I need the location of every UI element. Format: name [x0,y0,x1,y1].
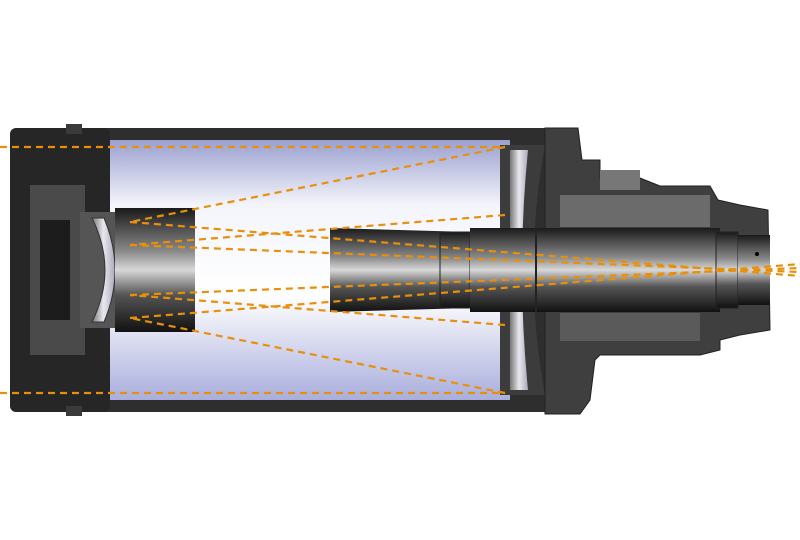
corrector-lens-and-secondary [80,208,195,332]
converging-ray [129,262,800,320]
front-cell [10,124,110,416]
converging-ray [129,220,800,278]
converging-ray [129,266,800,297]
focus-knob-mount [600,170,640,190]
reflected-ray [129,316,506,395]
focus-mechanism [560,195,710,227]
converging-ray [129,243,800,274]
reflected-ray [129,213,506,247]
light-rays [0,145,800,395]
reflected-ray [129,293,506,327]
baffle-tube [330,228,770,312]
reflected-ray [129,145,506,224]
